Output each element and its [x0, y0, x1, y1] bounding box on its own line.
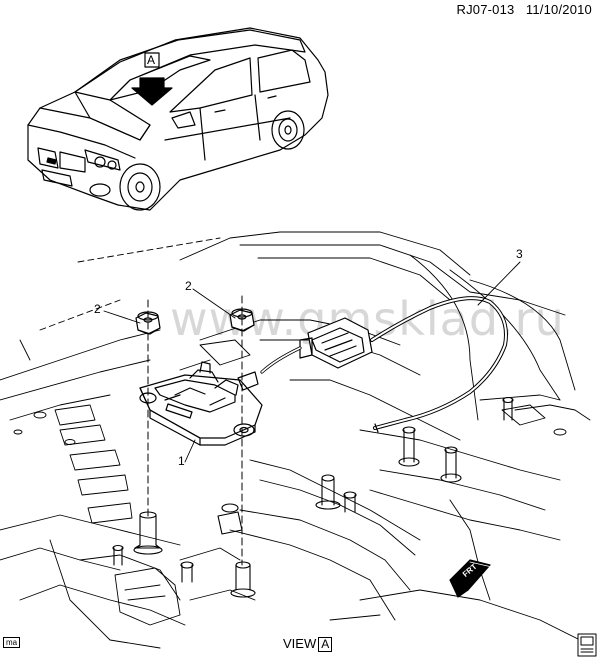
diagram-code: RJ07-013 — [456, 2, 515, 17]
floor-studs — [112, 396, 514, 598]
view-arrow — [131, 52, 173, 106]
floor-pan — [0, 231, 591, 649]
view-text: VIEW — [283, 636, 317, 651]
view-marker-letter: A — [147, 53, 156, 67]
inflatable-restraint-module — [139, 361, 263, 446]
leader-lines — [103, 261, 521, 463]
wiring-harness — [260, 296, 508, 433]
callout-2-left: 2 — [94, 302, 101, 316]
callout-3: 3 — [516, 247, 523, 261]
callout-2-right: 2 — [185, 279, 192, 293]
front-arrow — [449, 559, 493, 598]
bottom-right-icon — [577, 633, 597, 657]
car-illustration — [27, 27, 329, 211]
alignment-lines — [147, 295, 243, 566]
view-letter: A — [318, 637, 333, 652]
ma-tag: ma — [3, 637, 21, 648]
diagram-date: 11/10/2010 — [525, 2, 592, 17]
diagram-header: RJ07-013 11/10/2010 — [456, 2, 592, 17]
callout-1: 1 — [178, 454, 185, 468]
